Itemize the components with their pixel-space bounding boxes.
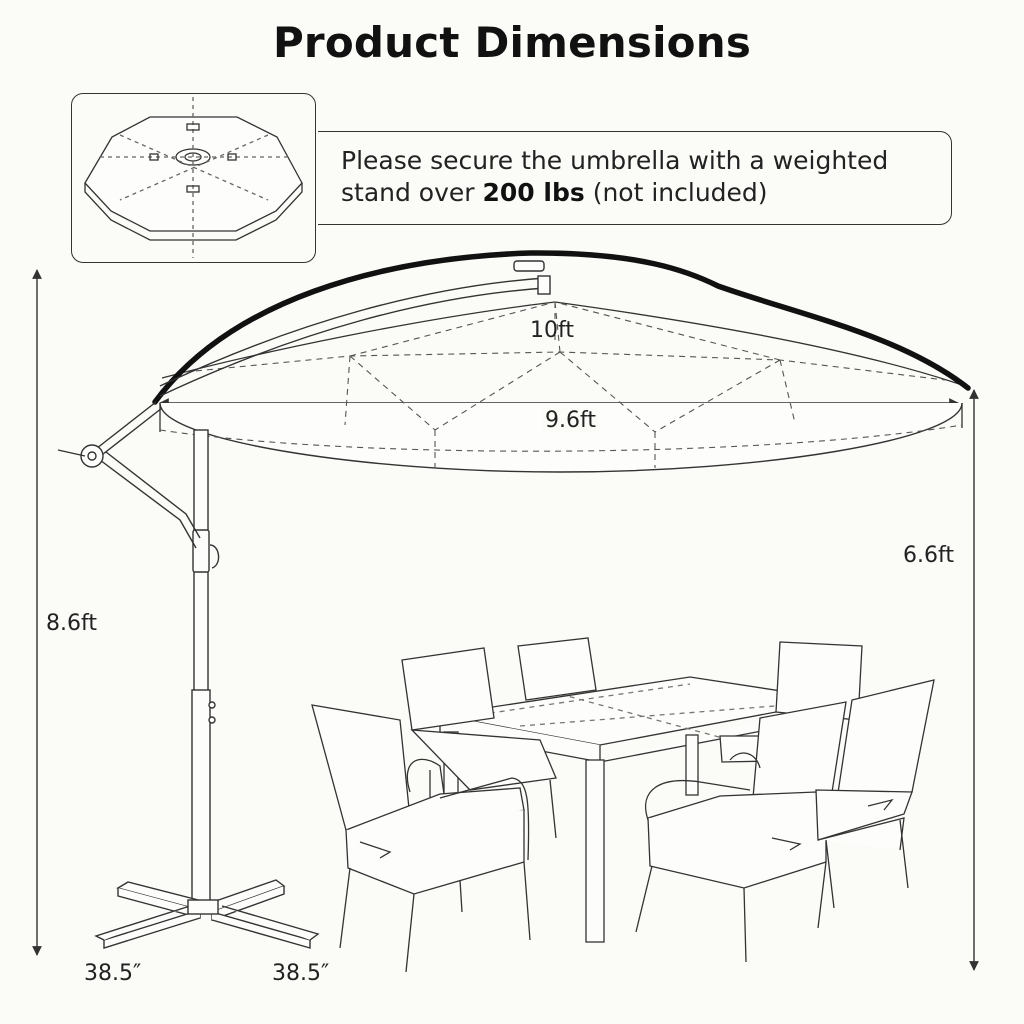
clearance-height-label: 6.6ft (903, 543, 954, 568)
canopy-width-label: 9.6ft (543, 408, 598, 433)
side-chair-right (815, 679, 935, 909)
note-weight-value: 200 lbs (482, 178, 585, 207)
note-text-end: (not included) (584, 178, 768, 207)
base-width-right-label: 38.5″ (272, 961, 330, 986)
umbrella-pole (57, 260, 551, 911)
note-text-start: Please secure the umbrella with a weight… (341, 146, 889, 207)
umbrella-canopy (152, 250, 971, 473)
front-chair-right (635, 701, 847, 963)
back-chair-left (401, 647, 557, 850)
cross-base (94, 879, 320, 949)
page-title: Product Dimensions (272, 18, 752, 67)
canopy-arc-length-label: 10ft (530, 318, 574, 343)
front-chair-left (311, 704, 531, 973)
stand-weight-note: Please secure the umbrella with a weight… (341, 145, 941, 209)
base-width-left-label: 38.5″ (84, 961, 142, 986)
weighted-base-illustration (84, 97, 303, 258)
back-chair-center (517, 637, 597, 701)
note-box (318, 131, 952, 225)
overall-height-label: 8.6ft (46, 611, 97, 636)
canopy-arc-frame (152, 250, 971, 405)
